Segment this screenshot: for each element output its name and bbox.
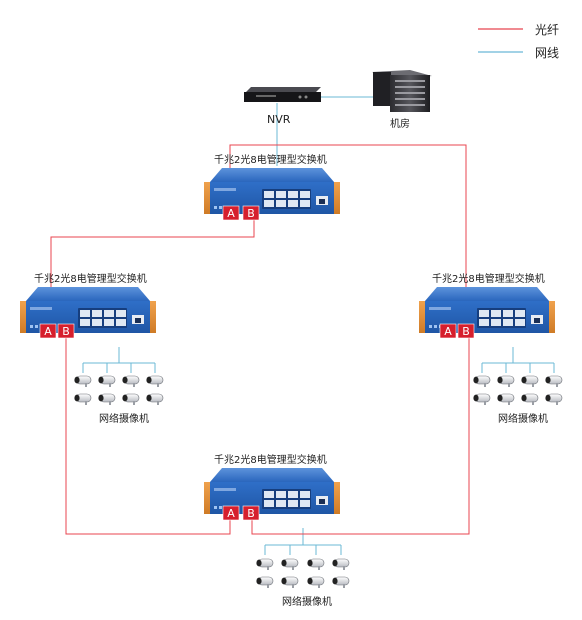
network-cables <box>82 96 555 555</box>
fiber-top-b-left <box>50 218 255 330</box>
camera-group-left-icons <box>73 375 164 406</box>
camera-group-bottom-icons <box>255 558 350 589</box>
camera-group-bottom-label: 网络摄像机 <box>282 597 332 608</box>
switch-left-port-a-label: A <box>44 325 52 338</box>
legend-network-label: 网线 <box>535 46 560 60</box>
switch-right-label: 千兆2光8电管理型交换机 <box>432 274 545 285</box>
switch-bottom-port-a <box>222 505 240 521</box>
switch-left-label: 千兆2光8电管理型交换机 <box>34 274 147 285</box>
switch-top-port-b-label: B <box>247 207 255 220</box>
switch-bottom-port-b-label: B <box>247 507 255 520</box>
switch-right-icon <box>419 287 555 333</box>
nvr-label: NVR <box>267 113 291 126</box>
switch-top-label: 千兆2光8电管理型交换机 <box>214 155 327 166</box>
fiber-left-b-bottom <box>65 338 231 535</box>
switch-bottom-port-b <box>242 505 260 521</box>
switch-top-port-a <box>222 205 240 221</box>
switch-top-port-a-label: A <box>227 207 235 220</box>
camera-group-right-label: 网络摄像机 <box>498 414 548 425</box>
legend-fiber-label: 光纤 <box>535 23 560 37</box>
switch-top-port-b <box>242 205 260 221</box>
switch-right-port-a-label: A <box>444 325 452 338</box>
server-rack-icon <box>372 70 432 112</box>
switch-right-port-a <box>439 323 457 339</box>
camera-group-left-label: 网络摄像机 <box>99 414 149 425</box>
camera-group-right-icons <box>472 375 563 406</box>
fiber-right-b-bottom <box>251 338 470 535</box>
nvr-icon <box>244 87 321 102</box>
switch-left-port-b-label: B <box>62 325 70 338</box>
switch-left-port-a <box>39 323 57 339</box>
switch-bottom-label: 千兆2光8电管理型交换机 <box>214 455 327 466</box>
switch-right-port-b <box>457 323 475 339</box>
switch-left-port-b <box>57 323 75 339</box>
switch-bottom-port-a-label: A <box>227 507 235 520</box>
switch-right-port-b-label: B <box>462 325 470 338</box>
server-room-label: 机房 <box>390 119 410 130</box>
